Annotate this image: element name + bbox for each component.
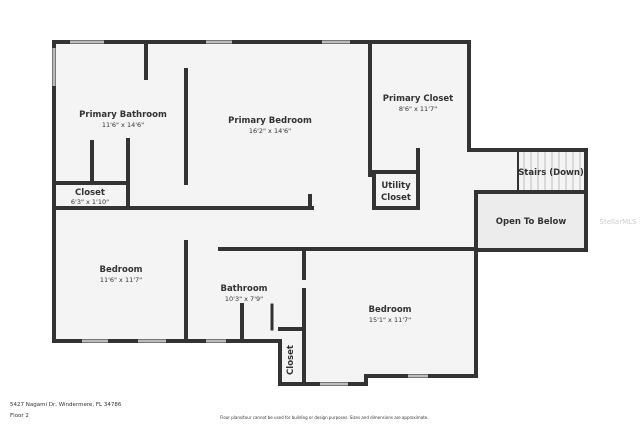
address: 5427 Nagami Dr, Windermere, FL 34786 [10,402,122,408]
watermark: StellarMLS [600,218,637,226]
room-dims: 15'1" x 11'7" [369,316,411,324]
room-label: Utility [381,181,411,191]
windows [52,40,428,386]
floor-label: Floor 2 [10,413,29,419]
room-label: Primary Bedroom [228,116,312,126]
room-label: Primary Bathroom [79,110,167,120]
room-dims: 8'6" x 11'7" [399,105,437,113]
room-label: Closet [75,188,105,198]
open-to-below-area [476,192,586,250]
room-label: Open To Below [496,217,567,227]
floor-fill [54,42,586,384]
room-label: Closet [286,345,296,375]
disclaimer: Floor plans/tour cannot be used for buil… [220,415,429,420]
stairs [523,150,581,190]
room-dims: 10'3" x 7'9" [225,295,263,303]
room-dims: 6'3" x 1'10" [71,198,109,206]
room-label: Primary Closet [383,94,454,104]
room-dims: 11'6" x 14'6" [102,121,144,129]
walls [52,40,588,386]
room-label: Bedroom [99,265,142,275]
room-dims: 16'2" x 14'6" [249,127,291,135]
room-dims: 11'6" x 11'7" [100,276,142,284]
room-label: Bedroom [368,305,411,315]
room-label: Bathroom [220,284,267,294]
room-label: Stairs (Down) [518,168,584,178]
room-label: Closet [381,193,411,203]
